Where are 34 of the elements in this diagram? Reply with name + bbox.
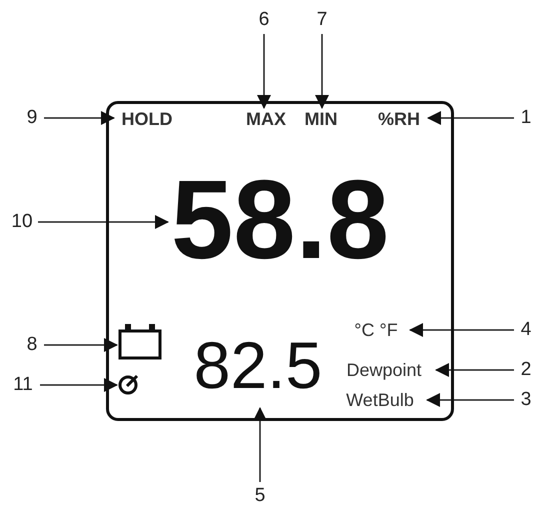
- callout-arrow: [426, 393, 514, 407]
- callout-number: 6: [254, 8, 274, 32]
- callout-arrow: [315, 34, 329, 109]
- battery-icon: [117, 321, 163, 361]
- display-indicator: HOLD: [114, 108, 180, 130]
- display-indicator: °C °F: [342, 318, 410, 342]
- callout-number: 4: [516, 318, 536, 342]
- callout-number: 1: [516, 106, 536, 130]
- callout-number: 7: [312, 8, 332, 32]
- display-indicator: MAX: [241, 108, 291, 130]
- callout-arrow: [44, 111, 115, 125]
- secondary-reading: 82.5: [188, 322, 328, 408]
- callout-number: 3: [516, 388, 536, 412]
- callout-arrow: [435, 363, 514, 377]
- display-indicator: MIN: [296, 108, 346, 130]
- lcd-display-frame: [106, 101, 454, 421]
- callout-arrow: [409, 323, 514, 337]
- display-indicator: WetBulb: [333, 389, 427, 411]
- callout-arrow: [38, 215, 169, 229]
- callout-arrow: [253, 407, 267, 482]
- callout-arrow: [257, 34, 271, 109]
- callout-number: 8: [22, 333, 42, 357]
- callout-arrow: [44, 338, 118, 352]
- callout-number: 2: [516, 358, 536, 382]
- callout-arrow: [40, 378, 118, 392]
- auto-off-icon: [117, 373, 141, 395]
- display-indicator: %RH: [370, 108, 428, 130]
- callout-arrow: [427, 111, 514, 125]
- display-indicator: Dewpoint: [332, 359, 436, 381]
- primary-reading: 58.8: [168, 150, 392, 290]
- callout-number: 5: [250, 484, 270, 508]
- callout-number: 9: [22, 106, 42, 130]
- callout-number: 10: [8, 210, 36, 234]
- callout-number: 11: [8, 373, 38, 397]
